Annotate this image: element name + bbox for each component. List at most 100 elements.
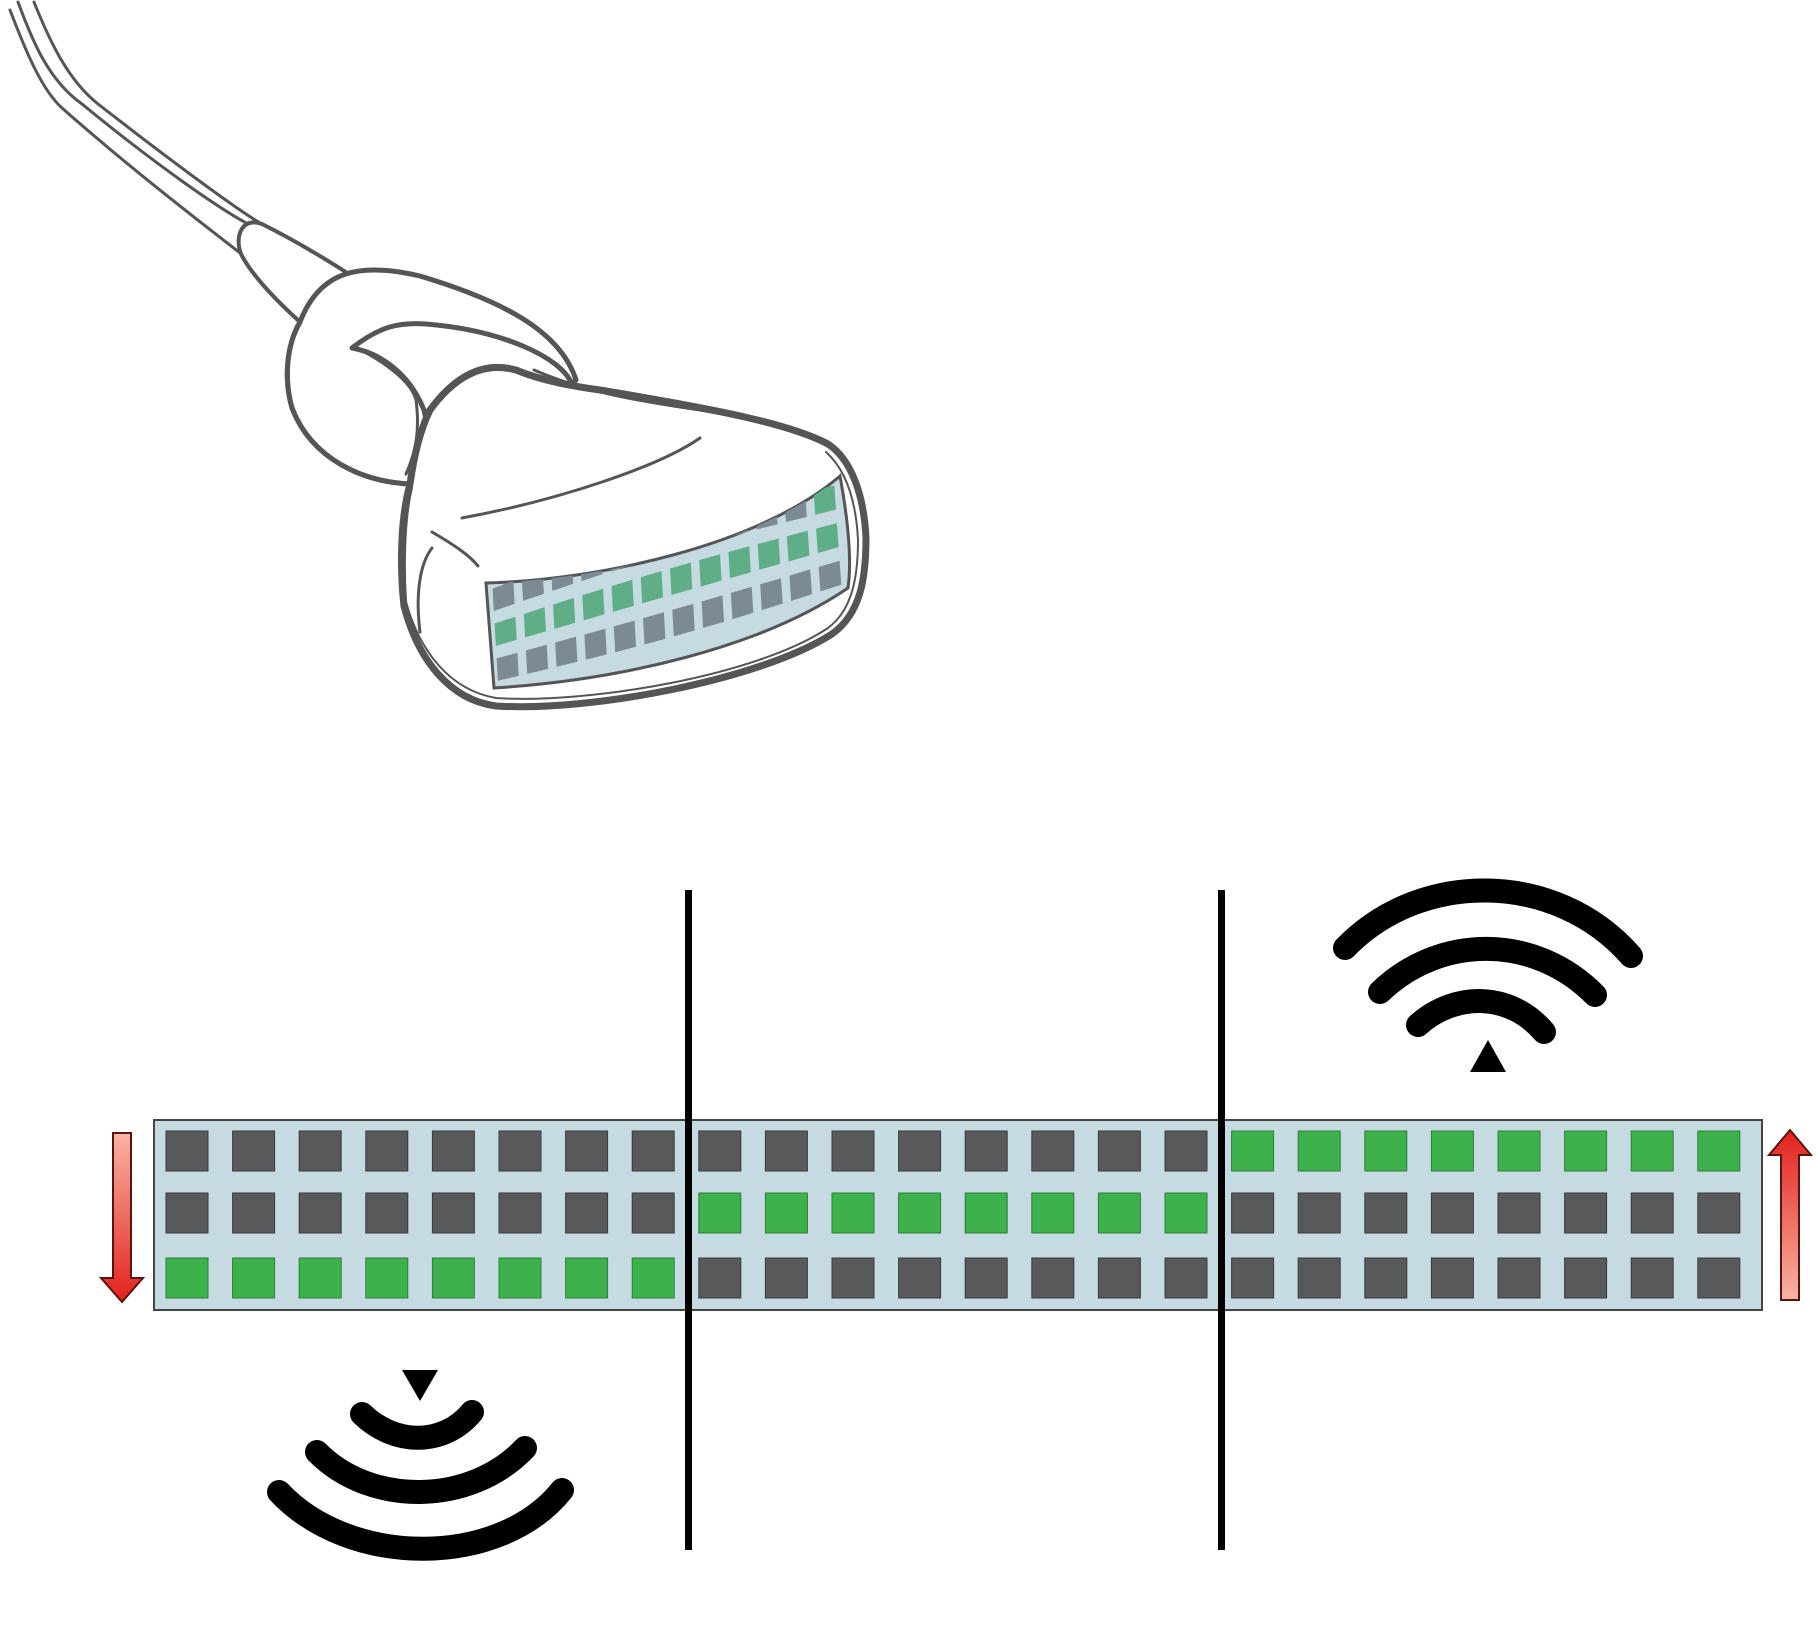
probe-element-active [757,538,781,570]
array-element [764,1130,808,1172]
array-element [831,1130,875,1172]
probe-element-active [813,485,836,515]
probe-element-active [670,562,693,595]
array-element-active [831,1192,875,1234]
array-element [165,1192,209,1234]
probe-element [760,578,783,611]
probe-element [789,569,812,601]
array-element [1231,1257,1275,1299]
probe-element [496,652,519,681]
array-element [898,1257,942,1299]
probe-element [643,612,666,645]
wave-up-triangle [1470,1040,1506,1072]
wave-down-triangle [402,1370,438,1401]
array-element [1364,1192,1408,1234]
array-element-active [1630,1130,1674,1172]
array-element [631,1192,675,1234]
array-element [1497,1192,1541,1234]
array-element-active [1297,1130,1341,1172]
probe-element-active [786,530,810,562]
array-element [498,1130,542,1172]
probe-element [525,644,549,674]
array-element [1164,1257,1208,1299]
array-element-active [964,1192,1008,1234]
array-element [1497,1257,1541,1299]
array-element-active [1497,1130,1541,1172]
array-element [365,1192,409,1234]
array-element [831,1257,875,1299]
probe-element [701,595,724,628]
probe-element-active [640,571,663,604]
array-element-active [1364,1130,1408,1172]
probe-element [492,580,515,611]
array-element [431,1130,475,1172]
array-element [298,1192,342,1234]
array-element-active [232,1257,276,1299]
array-element-active [1697,1130,1741,1172]
array-element [565,1192,609,1234]
transducer-array [153,1119,1763,1311]
probe-element-active [611,579,634,612]
probe-element [818,560,842,592]
array-element-active [565,1257,609,1299]
probe-element-active [728,546,751,579]
array-element-active [431,1257,475,1299]
array-element-active [165,1257,209,1299]
array-element-active [764,1192,808,1234]
probe-element [584,628,607,660]
probe-element-active [553,597,576,629]
array-element [631,1130,675,1172]
array-element [1364,1257,1408,1299]
probe-element [613,620,636,653]
array-background [153,1119,1763,1311]
array-element [298,1130,342,1172]
red-gradient-arrow-down-icon [98,1132,146,1304]
array-element [1564,1257,1608,1299]
array-element-active [1231,1130,1275,1172]
array-element-active [1564,1130,1608,1172]
array-element [964,1257,1008,1299]
array-element [964,1130,1008,1172]
array-element [1630,1192,1674,1234]
array-element-active [365,1257,409,1299]
array-element-active [698,1192,742,1234]
array-element-active [1097,1192,1141,1234]
array-element [1630,1257,1674,1299]
array-element [1031,1130,1075,1172]
array-element [232,1192,276,1234]
array-element-active [298,1257,342,1299]
array-element [1697,1192,1741,1234]
probe-element [672,603,695,637]
array-element-active [498,1257,542,1299]
probe-cable [8,0,264,258]
array-element [1097,1257,1141,1299]
array-element [498,1192,542,1234]
array-element-active [1430,1130,1474,1172]
sound-wave-down-icon [267,1370,574,1561]
array-element [165,1130,209,1172]
probe-element-active [523,607,546,638]
probe-element [730,586,754,620]
array-element [232,1130,276,1172]
array-element [764,1257,808,1299]
array-element [698,1130,742,1172]
array-element [1697,1257,1741,1299]
array-element [1164,1130,1208,1172]
array-element [1430,1257,1474,1299]
array-element-active [631,1257,675,1299]
probe-element-active [699,554,722,587]
probe-element [555,636,578,667]
array-element-active [898,1192,942,1234]
sound-wave-up-icon [1333,878,1643,1072]
array-element [565,1130,609,1172]
array-element [1297,1257,1341,1299]
array-element-active [1031,1192,1075,1234]
array-element [431,1192,475,1234]
array-element [1564,1192,1608,1234]
array-element [1031,1257,1075,1299]
probe-element-active [582,588,605,621]
red-gradient-arrow-up-icon [1766,1128,1814,1301]
array-element [1430,1192,1474,1234]
array-element [1231,1192,1275,1234]
